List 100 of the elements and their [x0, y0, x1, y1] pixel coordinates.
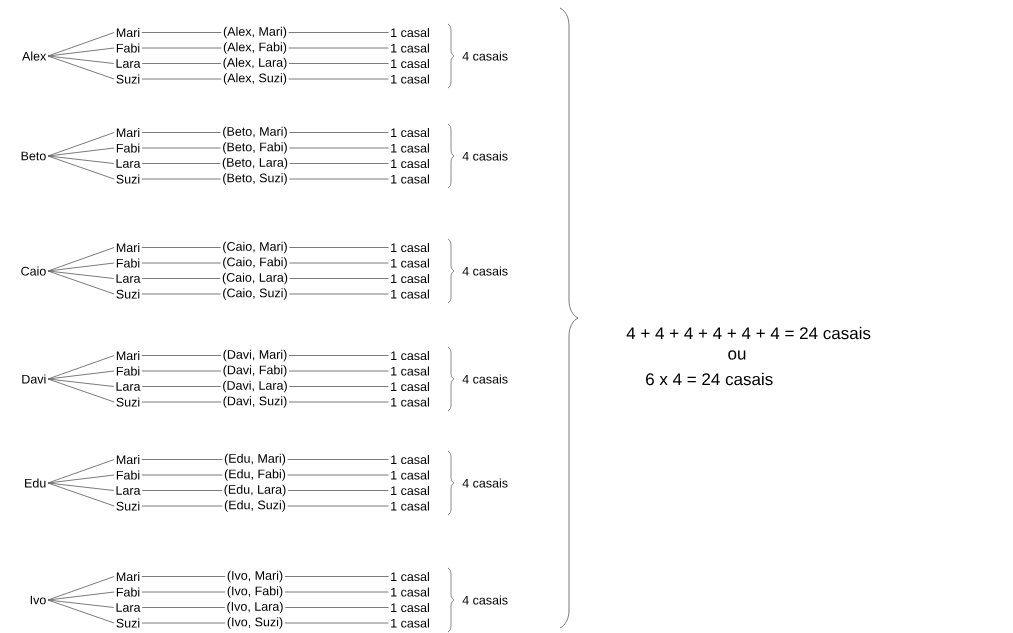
connector-line [47, 132, 115, 157]
person-name: Lara [116, 486, 141, 495]
count-text: 1 casal [391, 470, 429, 480]
count-text: 1 casal [391, 127, 429, 138]
pair-text: (Davi, Mari) [223, 349, 287, 362]
count-text: 1 casal [391, 143, 429, 153]
count-text: 1 casal [391, 58, 429, 69]
count-text: 1 casal [391, 397, 429, 407]
pair-text: (Davi, Lara) [223, 380, 287, 393]
connector-line [47, 155, 115, 180]
person-name: Caio [21, 266, 46, 276]
pair-text: (Ivo, Mari) [227, 570, 283, 583]
connector-line [288, 355, 389, 356]
person-name: Davi [22, 374, 46, 384]
connector-line [141, 47, 222, 49]
count-text: 1 casal [391, 602, 429, 613]
connector-line [47, 599, 115, 624]
person-name: Ivo [30, 595, 46, 605]
connector-line [47, 591, 115, 601]
connector-line [141, 622, 226, 624]
connector-line [141, 591, 226, 593]
person-name: Lara [116, 274, 141, 283]
connector-line [47, 55, 115, 80]
connector-line [47, 270, 115, 295]
connector-line [288, 32, 389, 33]
person-name: Mari [116, 127, 140, 138]
connector-line [288, 293, 389, 295]
pair-text: (Caio, Mari) [223, 241, 287, 254]
person-name: Suzi [116, 74, 140, 84]
connector-line [47, 474, 115, 484]
count-text: 1 casal [391, 289, 429, 299]
count-text: 1 casal [391, 571, 429, 582]
connector-line [288, 247, 389, 248]
connector-line [284, 607, 389, 608]
total-text: 4 casais [462, 374, 508, 384]
count-text: 1 casal [391, 273, 429, 284]
pair-text: (Ivo, Fabi) [227, 586, 283, 598]
person-name: Mari [116, 27, 140, 38]
pair-text: (Beto, Fabi) [223, 142, 287, 154]
connector-line [288, 178, 389, 180]
connector-line [141, 355, 222, 356]
person-name: Alex [22, 51, 47, 61]
connector-line [288, 63, 389, 64]
connector-line [141, 147, 222, 149]
connector-line [47, 370, 115, 380]
pair-text: (Edu, Mari) [224, 453, 286, 466]
person-name: Lara [116, 59, 141, 68]
connector-line [141, 293, 222, 295]
person-name: Suzi [116, 174, 140, 184]
person-name: Lara [116, 159, 141, 168]
pair-text: (Caio, Lara) [222, 272, 288, 285]
total-text: 4 casais [462, 266, 508, 276]
pair-text: (Ivo, Lara) [227, 601, 283, 614]
person-name: Suzi [116, 397, 140, 407]
connector-line [288, 370, 389, 372]
connector-line [141, 505, 223, 507]
connector-line [288, 147, 389, 149]
connector-line [289, 163, 389, 164]
connector-line [287, 459, 389, 460]
pair-text: (Davi, Fabi) [223, 365, 287, 377]
connector-line [47, 459, 115, 484]
connector-line [288, 47, 389, 49]
connector-line [141, 576, 226, 577]
count-text: 1 casal [391, 366, 429, 376]
connector-line [289, 278, 389, 279]
connector-line [47, 47, 115, 57]
connector-line [141, 401, 222, 403]
connector-line [141, 132, 222, 133]
pair-text: (Edu, Suzi) [224, 500, 286, 512]
connector-line [141, 474, 223, 476]
pair-text: (Alex, Lara) [223, 57, 287, 70]
count-text: 1 casal [391, 501, 429, 511]
total-text: 4 casais [462, 595, 508, 605]
person-name: Lara [116, 382, 141, 391]
connector-line [287, 505, 389, 507]
total-text: 4 casais [462, 478, 508, 488]
connector-line [141, 490, 223, 491]
person-name: Fabi [116, 143, 140, 153]
connector-line [47, 355, 115, 380]
pair-text: (Alex, Fabi) [223, 42, 287, 54]
person-name: Mari [116, 242, 140, 253]
connector-line [288, 132, 389, 133]
connector-line [141, 63, 222, 64]
person-name: Fabi [116, 470, 140, 480]
count-text: 1 casal [391, 258, 429, 268]
count-text: 1 casal [391, 27, 429, 38]
connector-line [47, 32, 115, 57]
connector-line [284, 591, 389, 593]
pair-text: (Beto, Mari) [223, 126, 287, 139]
connector-line [288, 401, 389, 403]
connector-line [141, 78, 222, 80]
count-text: 1 casal [391, 618, 429, 628]
connector-line [47, 482, 115, 507]
connector-line [284, 576, 389, 577]
connector-line [288, 78, 389, 80]
connector-line [47, 262, 115, 272]
connector-line [284, 622, 389, 624]
connector-line [141, 386, 222, 387]
person-name: Mari [116, 454, 140, 465]
pair-text: (Alex, Suzi) [223, 73, 287, 85]
